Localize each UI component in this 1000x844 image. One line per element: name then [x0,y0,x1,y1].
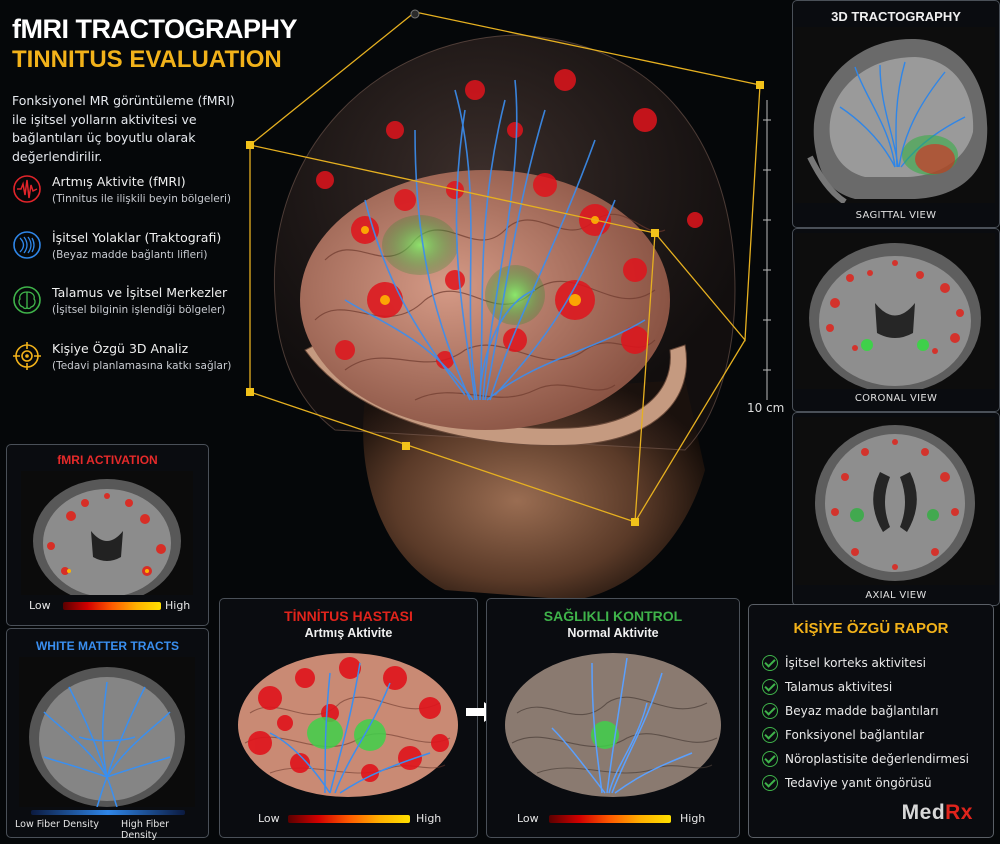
report-item: Tedaviye yanıt öngörüsü [762,775,932,791]
central-3d-brain-illustration [246,9,771,600]
report-item-label: Nöroplastisite değerlendirmesi [785,752,970,766]
control-colorbar [549,815,671,823]
fmri-low-label: Low [29,599,51,612]
report-item-label: Talamus aktivitesi [785,680,893,694]
fmri-high-label: High [165,599,191,612]
logo-part-med: Med [901,801,946,824]
legend-item-3d-analysis: Kişiye Özgü 3D Analiz (Tedavi planlaması… [12,341,252,381]
check-circle-icon [762,679,778,695]
target-icon [13,342,41,370]
legend-title: İşitsel Yolaklar (Traktografi) [52,230,222,245]
check-circle-icon [762,775,778,791]
legend-desc: (Beyaz madde bağlantı lifleri) [52,249,208,261]
legend-item-activity: Artmış Aktivite (fMRI) (Tinnitus ile ili… [12,174,252,214]
activity-wave-icon [13,175,41,203]
control-title: SAĞLIKLI KONTROL [543,608,683,624]
control-brain-image [505,653,721,797]
fmri-activation-panel: fMRI ACTIVATION Low High [6,444,209,626]
legend-desc: (Tinnitus ile ilişkili beyin bölgeleri) [52,193,232,205]
healthy-control-panel: SAĞLIKLI KONTROL Normal Aktivite Low Hig… [486,598,740,838]
coronal-view-label: CORONAL VIEW [854,393,938,404]
legend-title: Talamus ve İşitsel Merkezler [52,285,228,300]
report-item: Nöroplastisite değerlendirmesi [762,751,969,767]
medrx-logo: MedRx [902,801,973,825]
tinnitus-patient-panel: TİNNİTUS HASTASI Artmış Aktivite Low Hig… [219,598,478,838]
intro-text: Fonksiyonel MR görüntüleme (fMRI) ile iş… [12,93,235,164]
sagittal-view-panel: 3D TRACTOGRAPHY SAGITTAL VIEW [792,0,1000,228]
auditory-pathway-icon [13,231,41,259]
report-title: KİŞİYE ÖZGÜ RAPOR [793,620,949,637]
patient-brain-image [238,653,458,797]
check-circle-icon [762,703,778,719]
legend-title: Artmış Aktivite (fMRI) [52,174,186,189]
white-matter-image [19,657,195,807]
tractography-title: 3D TRACTOGRAPHY [831,9,961,24]
axial-mri-image [795,417,995,585]
fmri-coronal-image [21,471,193,595]
fiber-density-bar [31,810,185,815]
blue-fiber-tracts [344,79,646,401]
coronal-mri-image [795,233,995,389]
report-item-label: Beyaz madde bağlantıları [785,704,939,718]
control-high-label: High [680,812,706,825]
report-item: İşitsel korteks aktivitesi [762,655,926,671]
personal-report-panel: KİŞİYE ÖZGÜ RAPOR İşitsel korteks aktivi… [748,604,994,838]
page-title: fMRI TRACTOGRAPHY [12,14,298,44]
check-circle-icon [762,727,778,743]
report-item: Talamus aktivitesi [762,679,892,695]
axial-view-label: AXIAL VIEW [865,590,927,601]
wm-low-label: Low Fiber Density [15,819,100,830]
wm-high-label: High Fiber Density [121,819,170,841]
patient-low-label: Low [258,812,280,825]
legend-item-thalamus: Talamus ve İşitsel Merkezler (İşitsel bi… [12,285,252,325]
legend-title: Kişiye Özgü 3D Analiz [52,341,189,356]
white-matter-panel: WHITE MATTER TRACTS Low Fiber Density Hi… [6,628,209,841]
report-item: Beyaz madde bağlantıları [762,703,939,719]
scale-label: 10 cm [747,401,785,415]
page-subtitle: TINNITUS EVALUATION [12,46,282,73]
patient-subtitle: Artmış Aktivite [304,626,393,640]
check-circle-icon [762,751,778,767]
fmri-colorbar [63,602,161,610]
wm-panel-title: WHITE MATTER TRACTS [35,639,180,653]
patient-colorbar [288,815,410,823]
check-circle-icon [762,655,778,671]
legend-item-pathways: İşitsel Yolaklar (Traktografi) (Beyaz ma… [12,230,252,270]
axial-view-panel: AXIAL VIEW [792,412,1000,606]
brain-icon [13,286,41,314]
fmri-panel-title: fMRI ACTIVATION [57,453,158,467]
report-item-label: İşitsel korteks aktivitesi [785,656,926,670]
legend-desc: (İşitsel bilginin işlendiği bölgeler) [52,304,226,316]
report-item-label: Fonksiyonel bağlantılar [785,728,925,742]
report-item: Fonksiyonel bağlantılar [762,727,924,743]
sagittal-view-label: SAGITTAL VIEW [855,210,937,221]
logo-part-rx: Rx [945,801,973,824]
patient-high-label: High [416,812,442,825]
coronal-view-panel: CORONAL VIEW [792,228,1000,412]
right-auditory-center [485,265,545,325]
legend-desc: (Tedavi planlamasına katkı sağlar) [52,360,232,372]
control-low-label: Low [517,812,539,825]
patient-title: TİNNİTUS HASTASI [284,608,413,624]
left-auditory-center [382,215,458,275]
sagittal-mri-image [795,27,995,203]
control-subtitle: Normal Aktivite [567,626,659,640]
report-item-label: Tedaviye yanıt öngörüsü [785,776,932,790]
